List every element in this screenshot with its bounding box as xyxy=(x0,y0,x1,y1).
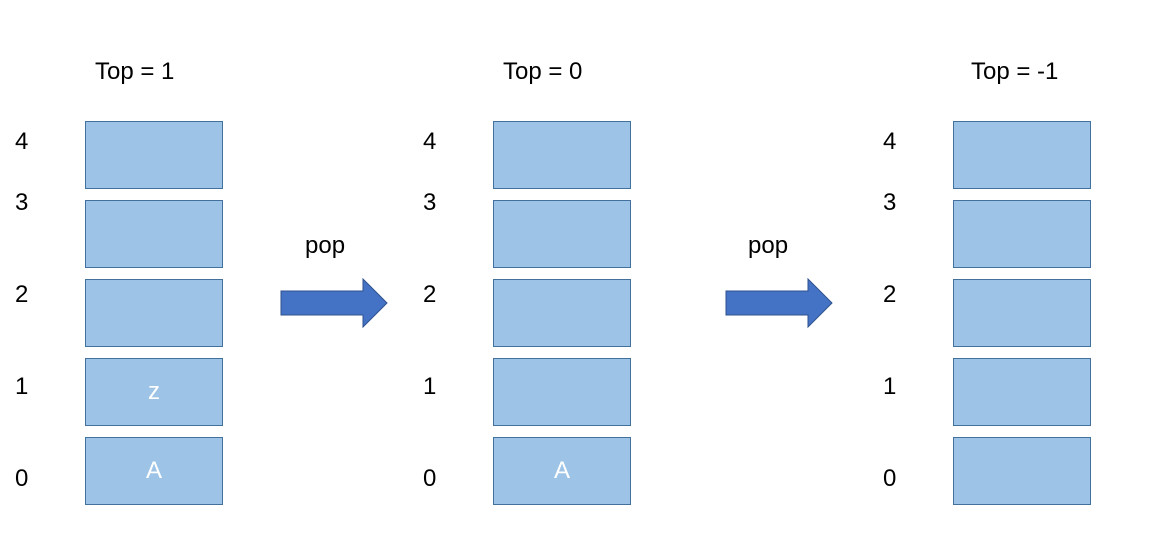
stack-0: Top = 1 4 3 2 1 0 z A xyxy=(0,0,300,547)
stack-cell xyxy=(493,279,631,347)
stack-cell xyxy=(85,121,223,189)
stack-cell xyxy=(85,200,223,268)
index-label: 3 xyxy=(883,189,897,216)
operation-label: pop xyxy=(748,232,789,259)
stack-title: Top = 0 xyxy=(503,58,583,85)
stack-cell xyxy=(953,121,1091,189)
stack-cell xyxy=(953,279,1091,347)
stack-cell xyxy=(953,437,1091,505)
stack-cell xyxy=(953,358,1091,426)
stack-cell xyxy=(493,358,631,426)
stack-title: Top = -1 xyxy=(971,58,1059,85)
index-label: 1 xyxy=(883,373,897,400)
stack-1: Top = 0 4 3 2 1 0 A xyxy=(408,0,708,547)
index-label: 0 xyxy=(883,465,897,492)
right-arrow-icon xyxy=(725,278,833,328)
stack-2: Top = -1 4 3 2 1 0 xyxy=(868,0,1152,547)
index-label: 2 xyxy=(15,281,29,308)
stack-cell xyxy=(493,121,631,189)
index-label: 1 xyxy=(423,373,437,400)
index-label: 0 xyxy=(423,465,437,492)
stack-cell xyxy=(85,279,223,347)
index-label: 2 xyxy=(883,281,897,308)
index-label: 0 xyxy=(15,465,29,492)
index-label: 4 xyxy=(15,128,29,155)
index-label: 4 xyxy=(423,128,437,155)
index-label: 2 xyxy=(423,281,437,308)
operation-label: pop xyxy=(305,232,346,259)
index-label: 3 xyxy=(423,189,437,216)
right-arrow-icon xyxy=(280,278,388,328)
stack-cell xyxy=(493,200,631,268)
stack-cell: A xyxy=(85,437,223,505)
stack-cell xyxy=(953,200,1091,268)
index-label: 3 xyxy=(15,189,29,216)
stack-cell: z xyxy=(85,358,223,426)
index-label: 1 xyxy=(15,373,29,400)
stack-cell: A xyxy=(493,437,631,505)
stack-title: Top = 1 xyxy=(95,58,175,85)
index-label: 4 xyxy=(883,128,897,155)
